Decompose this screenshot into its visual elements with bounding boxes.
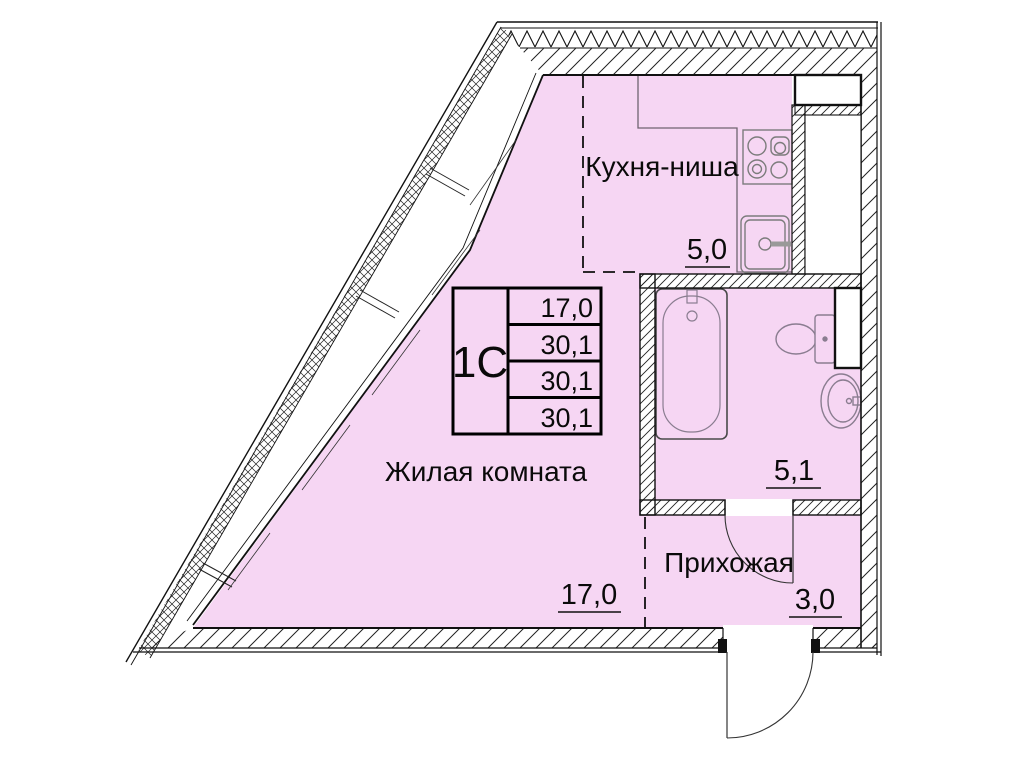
table-row-value: 30,1 xyxy=(540,366,593,396)
bathroom-area-value: 5,1 xyxy=(774,455,814,487)
shaft xyxy=(804,114,862,275)
bottom-wall xyxy=(133,627,881,653)
bathroom-door xyxy=(724,499,794,584)
entrance-door xyxy=(718,625,820,739)
living-kitchen-hall-floor xyxy=(193,75,861,628)
right-wall xyxy=(860,22,882,656)
diagonal-wall xyxy=(125,21,544,666)
bathroom-walls xyxy=(639,273,862,516)
unit-type-label: 1С xyxy=(452,338,508,387)
unit-info-table: 1С 17,0 30,1 30,1 30,1 xyxy=(451,286,603,436)
zone-dashed-lines xyxy=(582,76,646,627)
table-row-value: 30,1 xyxy=(540,330,593,360)
top-wall xyxy=(497,21,878,76)
living-area-value: 17,0 xyxy=(561,579,617,611)
living-room-label: Жилая комната xyxy=(385,456,588,487)
hallway-area-value: 3,0 xyxy=(795,584,835,616)
kitchen-shaft-wall xyxy=(791,73,863,275)
kitchen-area-value: 5,0 xyxy=(687,234,727,266)
bathtub-icon xyxy=(655,288,728,440)
table-row-value: 30,1 xyxy=(540,403,593,433)
bathroom-niche xyxy=(833,286,863,370)
kitchen-label: Кухня-ниша xyxy=(585,151,739,182)
hallway-label: Прихожая xyxy=(664,547,794,578)
kitchen-counter xyxy=(637,75,792,273)
table-row-value: 17,0 xyxy=(540,293,593,323)
kitchen-sink-icon xyxy=(740,215,791,274)
toilet-icon xyxy=(775,314,836,364)
